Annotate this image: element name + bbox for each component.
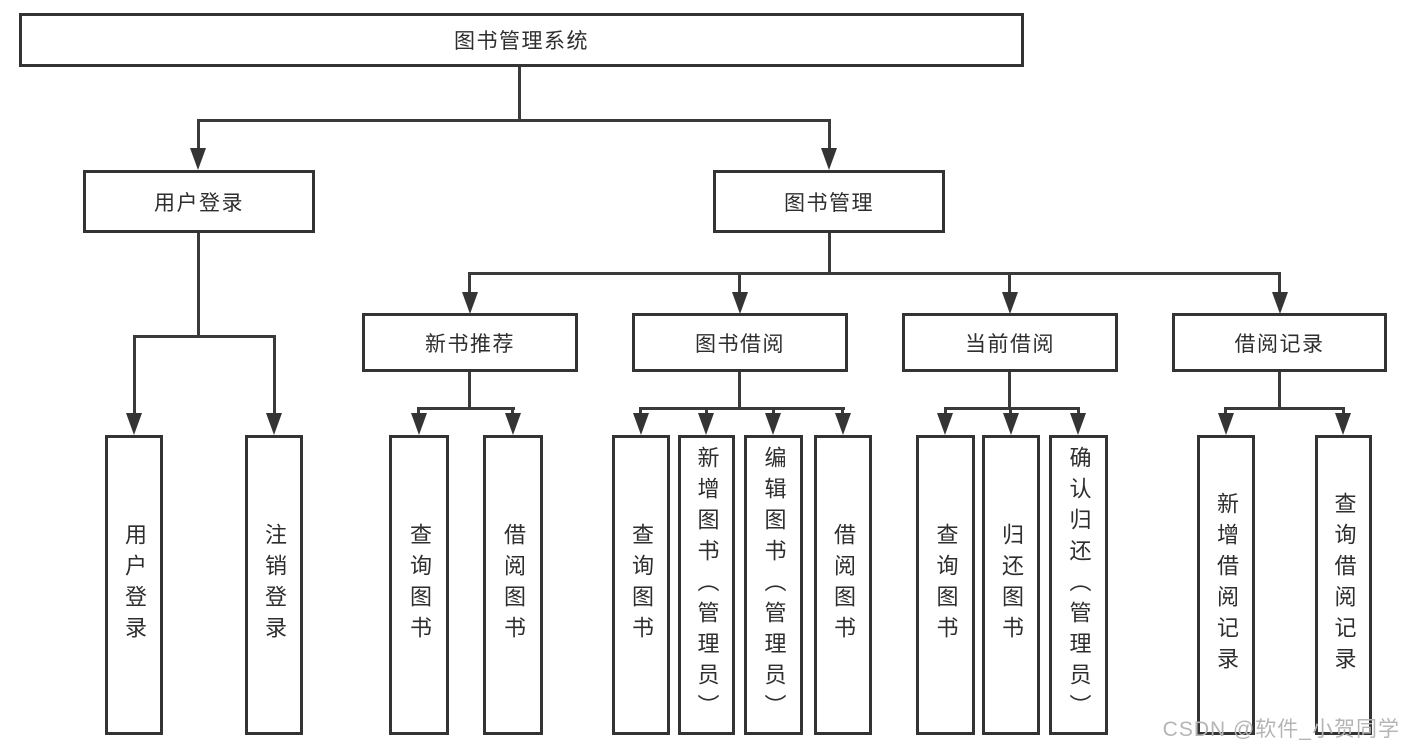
leaf-label: 归还图书 <box>999 523 1024 647</box>
node-new-book-recommend: 新书推荐 <box>362 313 578 372</box>
leaf-label: 新增图书（管理员） <box>694 445 720 725</box>
connector-drop-user-login <box>197 119 200 151</box>
arrowhead-login-leaf <box>126 413 142 435</box>
connector-drop-leaf <box>1009 407 1012 415</box>
connector-current-borrow-stub <box>1008 372 1011 407</box>
connector-book-management-stub <box>828 233 831 272</box>
connector-drop-book-management <box>828 119 831 151</box>
leaf-add-books-admin: 新增图书（管理员） <box>678 435 735 735</box>
connector-drop-leaf <box>639 407 642 415</box>
arrowhead-leaf <box>937 413 953 435</box>
connector-drop-leaf <box>1224 407 1227 415</box>
connector-drop-new-book <box>468 272 471 294</box>
leaf-edit-books-admin: 编辑图书（管理员） <box>744 435 803 735</box>
connector-drop-leaf <box>1077 407 1080 415</box>
leaf-logout: 注销登录 <box>245 435 303 735</box>
connector-drop-leaf <box>1342 407 1345 415</box>
arrowhead-leaf <box>765 413 781 435</box>
connector-new-book-stub <box>468 372 471 407</box>
node-label: 图书管理系统 <box>454 30 589 53</box>
connector-book-management-bar <box>468 272 1281 275</box>
leaf-label: 查询图书 <box>407 523 432 647</box>
leaf-query-books: 查询图书 <box>916 435 975 735</box>
arrowhead-leaf <box>411 413 427 435</box>
connector-new-book-bar <box>417 407 515 410</box>
leaf-user-login: 用户登录 <box>105 435 163 735</box>
connector-borrow-record-bar <box>1224 407 1345 410</box>
connector-drop-book-borrow <box>738 272 741 294</box>
connector-drop-leaf <box>511 407 514 415</box>
leaf-label: 注销登录 <box>262 523 287 647</box>
connector-drop-leaf <box>417 407 420 415</box>
leaf-confirm-return-admin: 确认归还（管理员） <box>1049 435 1108 735</box>
connector-drop-current-borrow <box>1008 272 1011 294</box>
node-book-management: 图书管理 <box>713 170 945 233</box>
node-label: 用户登录 <box>154 191 244 215</box>
leaf-query-books: 查询图书 <box>389 435 449 735</box>
leaf-label: 查询借阅记录 <box>1331 492 1357 678</box>
node-label: 当前借阅 <box>965 332 1055 356</box>
leaf-label: 借阅图书 <box>501 523 526 647</box>
leaf-label: 确认归还（管理员） <box>1066 445 1092 725</box>
connector-drop-borrow-record <box>1278 272 1281 294</box>
leaf-return-books: 归还图书 <box>982 435 1040 735</box>
arrowhead-leaf <box>1218 413 1234 435</box>
connector-borrow-record-stub <box>1278 372 1281 407</box>
connector-current-borrow-bar <box>944 407 1080 410</box>
arrowhead-logout-leaf <box>266 413 282 435</box>
leaf-add-borrow-record: 新增借阅记录 <box>1197 435 1255 735</box>
arrowhead-book-management <box>821 148 837 170</box>
leaf-borrow-books: 借阅图书 <box>814 435 872 735</box>
leaf-query-books: 查询图书 <box>612 435 670 735</box>
arrowhead-user-login <box>190 148 206 170</box>
connector-book-borrow-bar <box>639 407 845 410</box>
connector-drop-leaf <box>841 407 844 415</box>
node-borrow-records: 借阅记录 <box>1172 313 1387 372</box>
leaf-borrow-books: 借阅图书 <box>483 435 543 735</box>
node-label: 借阅记录 <box>1234 332 1325 356</box>
arrowhead-leaf <box>505 413 521 435</box>
leaf-query-borrow-record: 查询借阅记录 <box>1315 435 1372 735</box>
node-library-management-system: 图书管理系统 <box>19 13 1024 67</box>
connector-root-bar <box>197 119 831 122</box>
connector-drop-logout-leaf <box>273 335 276 415</box>
arrowhead-leaf <box>633 413 649 435</box>
node-user-login: 用户登录 <box>83 170 315 233</box>
leaf-label: 查询图书 <box>629 523 654 647</box>
node-label: 图书借阅 <box>695 332 785 356</box>
arrowhead-book-borrow <box>732 292 748 314</box>
connector-drop-leaf <box>772 407 775 415</box>
node-current-borrowing: 当前借阅 <box>902 313 1118 372</box>
leaf-label: 借阅图书 <box>831 523 856 647</box>
arrowhead-leaf <box>1335 413 1351 435</box>
connector-root-stub <box>518 67 521 119</box>
leaf-label: 查询图书 <box>933 523 959 647</box>
connector-drop-login-leaf <box>133 335 136 415</box>
connector-drop-leaf <box>705 407 708 415</box>
node-book-borrowing: 图书借阅 <box>632 313 848 372</box>
arrowhead-leaf <box>1070 413 1086 435</box>
arrowhead-current-borrow <box>1002 292 1018 314</box>
arrowhead-leaf <box>835 413 851 435</box>
arrowhead-new-book <box>462 292 478 314</box>
connector-user-login-bar <box>133 335 276 338</box>
leaf-label: 编辑图书（管理员） <box>761 445 787 725</box>
csdn-watermark: CSDN @软件_小贺同学 <box>1162 718 1400 741</box>
connector-drop-leaf <box>944 407 947 415</box>
arrowhead-borrow-record <box>1272 292 1288 314</box>
connector-book-borrow-stub <box>738 372 741 407</box>
leaf-label: 新增借阅记录 <box>1214 492 1239 678</box>
node-label: 新书推荐 <box>425 332 515 356</box>
arrowhead-leaf <box>698 413 714 435</box>
connector-user-login-stub <box>197 233 200 335</box>
leaf-label: 用户登录 <box>122 523 147 647</box>
arrowhead-leaf <box>1003 413 1019 435</box>
node-label: 图书管理 <box>784 191 874 215</box>
